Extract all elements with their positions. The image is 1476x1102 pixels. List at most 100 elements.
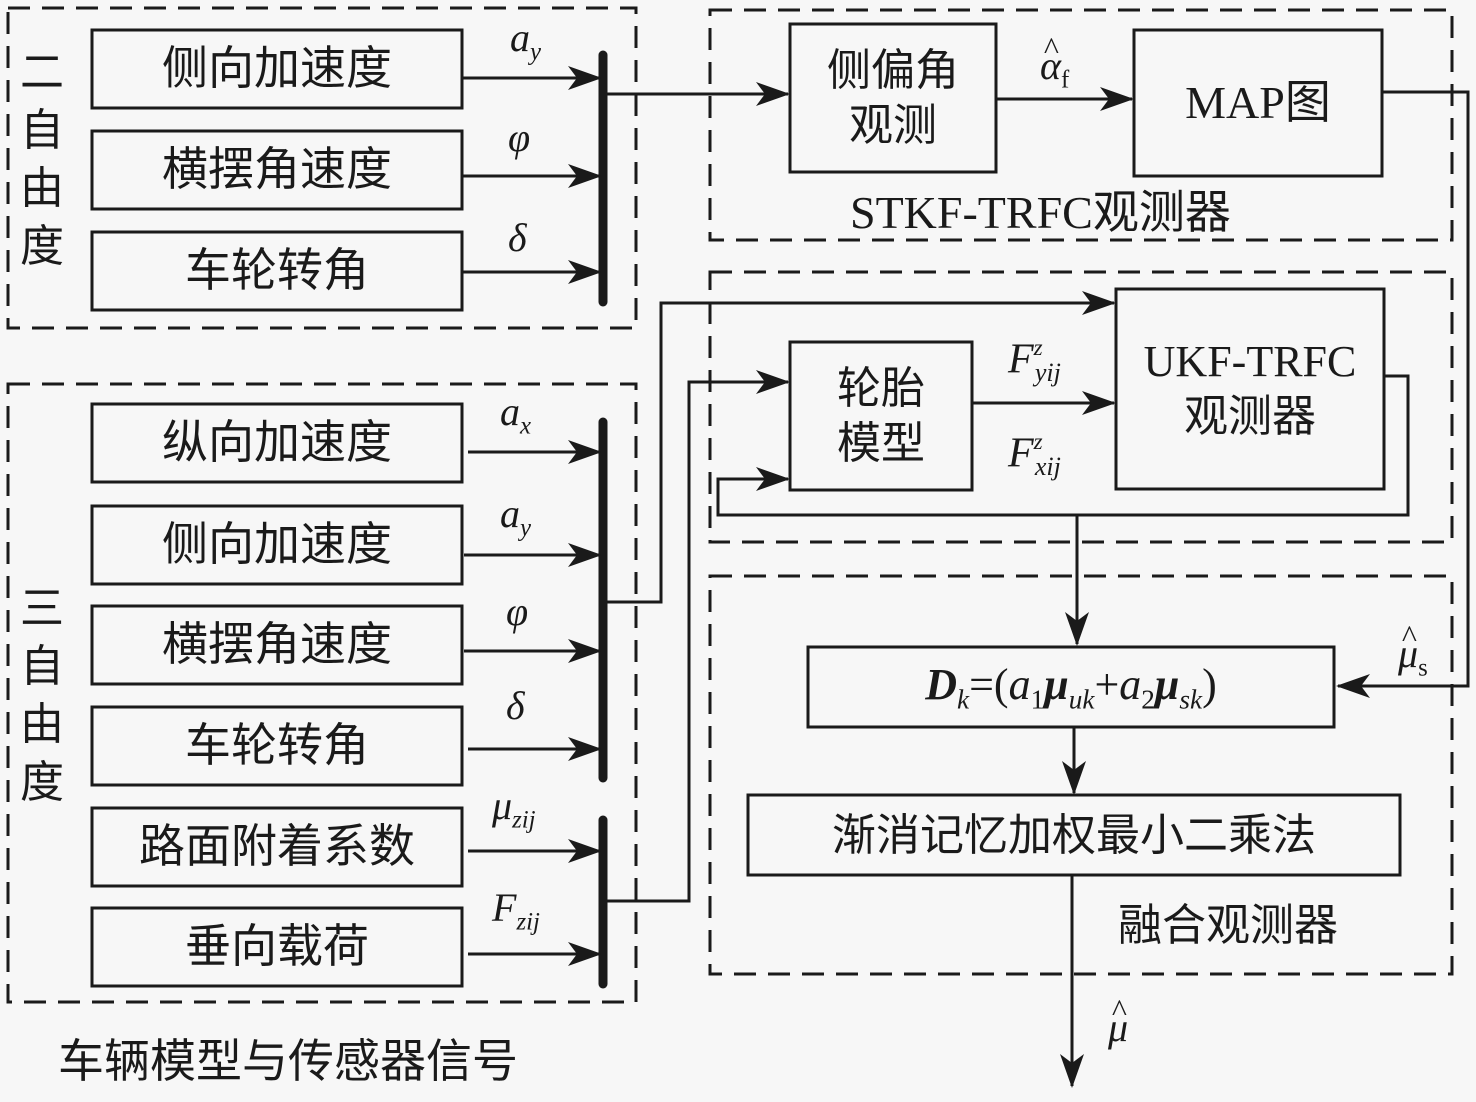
signal-three-dof-5: Fzij	[492, 888, 540, 935]
alpha-subscript: f	[1061, 66, 1070, 94]
tire-model-line2: 模型	[837, 418, 925, 469]
fy-subscript: yij	[1034, 358, 1061, 388]
formula-eq: =(	[969, 660, 1009, 710]
fx-superscript: z	[1033, 428, 1043, 454]
formula-label: Dk=(a1μuk+a2μsk)	[808, 647, 1334, 727]
slip-angle-line1: 侧偏角	[827, 45, 959, 96]
signal-symbol: a	[500, 491, 520, 536]
formula-mu2: μ	[1154, 660, 1180, 710]
tire-model-block	[788, 340, 974, 492]
block-three-dof-1	[90, 504, 464, 586]
slip-angle-block-label: 侧偏角 观测	[790, 24, 996, 172]
signal-subscript: zij	[512, 806, 536, 834]
tire-model-block-label: 轮胎 模型	[790, 342, 972, 490]
signal-symbol: δ	[508, 215, 527, 260]
ls-block	[746, 793, 1402, 877]
formula-a1: a	[1008, 660, 1031, 710]
fy-symbol: F	[1008, 336, 1034, 383]
signal-three-dof-4: μzij	[492, 786, 536, 833]
three-dof-char: 由	[20, 699, 64, 751]
signal-subscript: y	[530, 38, 542, 66]
signal-subscript: x	[520, 412, 532, 440]
block-two-dof-0-label: 侧向加速度	[162, 41, 392, 96]
signal-symbol: a	[500, 389, 520, 434]
block-three-dof-2-label: 横摆角速度	[162, 617, 392, 672]
slip-angle-output-label: αf	[1040, 32, 1070, 94]
block-three-dof-4-label: 路面附着系数	[139, 819, 415, 874]
signal-symbol: φ	[506, 589, 529, 634]
two-dof-char: 由	[20, 163, 64, 215]
three-dof-char: 度	[20, 757, 64, 809]
formula-D: D	[925, 660, 957, 710]
stkf-caption: STKF-TRFC观测器	[850, 187, 1231, 238]
fx-label: Fzxij	[1008, 428, 1061, 480]
ls-block-label: 渐消记忆加权最小二乘法	[832, 809, 1316, 861]
three-dof-label: 三 自 由 度	[20, 580, 64, 812]
two-dof-char: 度	[20, 221, 64, 273]
map-block-label: MAP图	[1185, 77, 1331, 129]
signal-three-dof-1: ay	[500, 494, 531, 541]
block-three-dof-3	[90, 705, 464, 787]
signal-symbol: a	[510, 15, 530, 60]
mu-s-subscript: s	[1418, 654, 1428, 682]
signal-two-dof-2: δ	[508, 218, 527, 258]
signal-symbol: φ	[508, 115, 531, 160]
block-two-dof-2-label: 车轮转角	[185, 243, 369, 298]
block-three-dof-0-label: 纵向加速度	[162, 415, 392, 470]
map-block	[1132, 28, 1384, 178]
formula-k: k	[957, 684, 970, 715]
block-three-dof-4	[90, 806, 464, 888]
fy-superscript: z	[1033, 334, 1043, 360]
arrow-ukf-feedback-to-tire	[716, 374, 1410, 517]
block-three-dof-0	[90, 402, 464, 484]
fy-label: Fzyij	[1008, 334, 1061, 388]
alpha-hat-symbol: α	[1040, 32, 1061, 86]
formula-block	[806, 645, 1336, 729]
signal-two-dof-1: φ	[508, 118, 530, 158]
slip-angle-line2: 观测	[849, 100, 937, 151]
three-dof-char: 三	[20, 583, 64, 634]
three-dof-char: 自	[20, 641, 64, 693]
formula-a2: a	[1119, 660, 1142, 710]
ukf-block-line1: UKF-TRFC	[1143, 337, 1357, 386]
ukf-block-line2: 观测器	[1184, 391, 1316, 442]
three-dof-group-frame	[6, 382, 638, 1004]
formula-mu1: μ	[1044, 660, 1069, 710]
formula-plus: +	[1094, 660, 1120, 710]
signal-symbol: F	[492, 885, 517, 930]
ukf-group-frame	[708, 270, 1454, 544]
block-two-dof-0	[90, 28, 464, 110]
signal-symbol: δ	[506, 683, 525, 728]
fusion-caption: 融合观测器	[1118, 900, 1338, 951]
formula-two: 2	[1141, 684, 1155, 715]
two-dof-char: 二	[20, 47, 64, 98]
ukf-block	[1114, 287, 1386, 491]
mu-hat-symbol: μ	[1108, 994, 1128, 1048]
block-three-dof-1-label: 侧向加速度	[162, 517, 392, 572]
block-three-dof-5	[90, 906, 464, 988]
formula-one: 1	[1030, 684, 1045, 715]
signal-subscript: y	[520, 514, 532, 542]
formula-close: )	[1202, 660, 1217, 710]
signal-three-dof-0: ax	[500, 392, 531, 439]
block-two-dof-1-label: 横摆角速度	[162, 142, 392, 197]
signal-subscript: zij	[516, 908, 540, 936]
signal-symbol: μ	[492, 783, 513, 828]
stkf-group-frame	[708, 8, 1454, 242]
arrow-bus-to-tire	[607, 370, 790, 903]
tire-model-line1: 轮胎	[837, 363, 925, 414]
arrow-bus-to-ukf	[607, 291, 1116, 604]
formula-sk: sk	[1179, 684, 1203, 715]
mu-output-label: μ	[1108, 994, 1128, 1048]
fusion-group-frame	[708, 574, 1454, 976]
arrow-map-to-formula	[1336, 90, 1470, 698]
two-dof-label: 二 自 由 度	[20, 44, 64, 276]
block-three-dof-2	[90, 604, 464, 686]
formula-uk: uk	[1068, 684, 1095, 715]
block-three-dof-5-label: 垂向载荷	[185, 919, 369, 974]
signal-three-dof-2: φ	[506, 592, 528, 632]
mu-s-label: μs	[1398, 620, 1428, 682]
mu-s-symbol: μ	[1398, 620, 1418, 674]
vehicle-caption: 车辆模型与传感器信号	[58, 1034, 518, 1088]
